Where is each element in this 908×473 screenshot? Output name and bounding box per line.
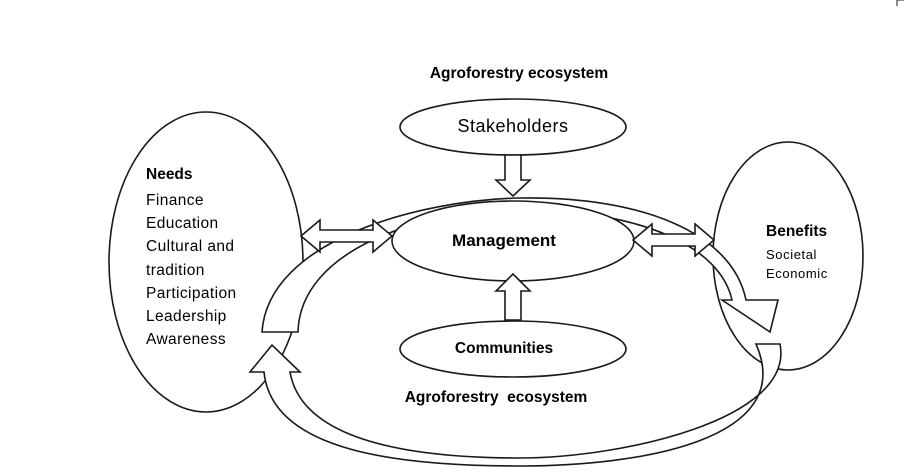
bottom-ecosystem-label: Agroforestry ecosystem	[404, 389, 588, 406]
needs-item: Awareness	[146, 331, 226, 349]
needs-title: Needs	[146, 166, 193, 183]
corner-mark	[896, 0, 904, 6]
top-ecosystem-label: Agroforestry ecosystem	[429, 65, 609, 82]
benefits-item: Societal	[766, 247, 818, 262]
management-label: Management	[452, 231, 556, 250]
needs-list: Finance Education Cultural and tradition…	[146, 189, 237, 351]
communities-label: Communities	[454, 340, 554, 357]
benefits-item: Economic	[766, 266, 828, 281]
benefits-list: Societal Economic	[766, 245, 828, 283]
needs-item: Participation	[146, 284, 237, 302]
needs-item: Finance	[146, 192, 204, 209]
benefits-title: Benefits	[766, 223, 828, 240]
needs-item: tradition	[146, 261, 205, 279]
management-benefits-double-arrow	[631, 222, 716, 258]
needs-item: Education	[146, 215, 219, 233]
needs-item: Cultural and	[146, 238, 235, 256]
stakeholders-label: Stakeholders	[457, 116, 569, 136]
needs-item: Leadership	[146, 308, 227, 326]
lower-curved-arrow	[248, 343, 782, 467]
needs-management-double-arrow	[299, 218, 394, 254]
communities-up-arrow	[494, 272, 532, 321]
stakeholders-down-arrow	[493, 154, 533, 198]
communities-ellipse	[399, 320, 627, 378]
